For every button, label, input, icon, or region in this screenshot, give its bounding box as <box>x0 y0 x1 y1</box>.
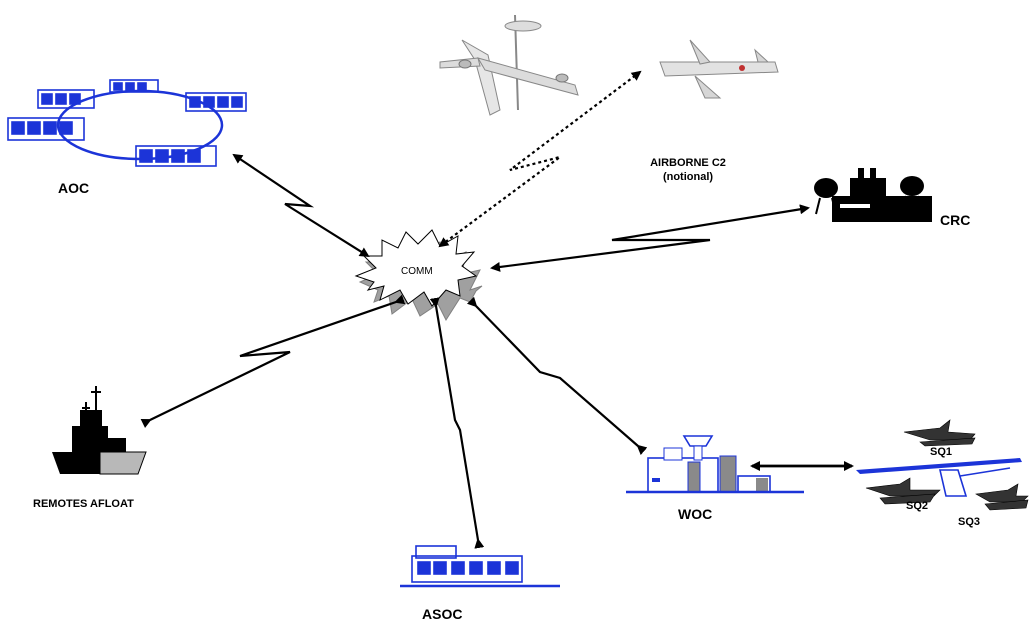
squadrons-icon <box>856 419 1029 511</box>
link-remotes-comm <box>140 294 406 428</box>
asoc-icon <box>400 545 560 588</box>
awacs-aircraft-icon <box>439 14 579 116</box>
crc-label: CRC <box>940 212 971 228</box>
crc-radar-icon <box>814 168 932 222</box>
remotes-afloat-label: REMOTES AFLOAT <box>33 498 134 510</box>
link-crc-comm <box>490 204 810 272</box>
link-airborne-comm <box>438 70 642 248</box>
woc-label: WOC <box>678 506 713 522</box>
airborne-c2-aircraft-icon <box>659 39 779 99</box>
asoc-label: ASOC <box>422 606 463 622</box>
airborne-c2-label: AIRBORNE C2 (notional) <box>633 156 743 184</box>
airborne-c2-label-line2: (notional) <box>662 171 714 183</box>
aoc-icon <box>7 79 247 167</box>
woc-icon <box>626 435 804 494</box>
airborne-c2-label-line1: AIRBORNE C2 <box>650 157 726 169</box>
sq3-label: SQ3 <box>958 516 981 528</box>
link-aoc-comm <box>232 153 370 258</box>
comm-hub-label: COMM <box>401 266 433 277</box>
aoc-label: AOC <box>58 180 90 196</box>
link-asoc-comm <box>429 297 485 549</box>
sq1-label: SQ1 <box>930 446 953 458</box>
link-woc-comm <box>466 296 648 456</box>
ship-icon <box>52 386 147 475</box>
sq2-label: SQ2 <box>906 500 929 512</box>
